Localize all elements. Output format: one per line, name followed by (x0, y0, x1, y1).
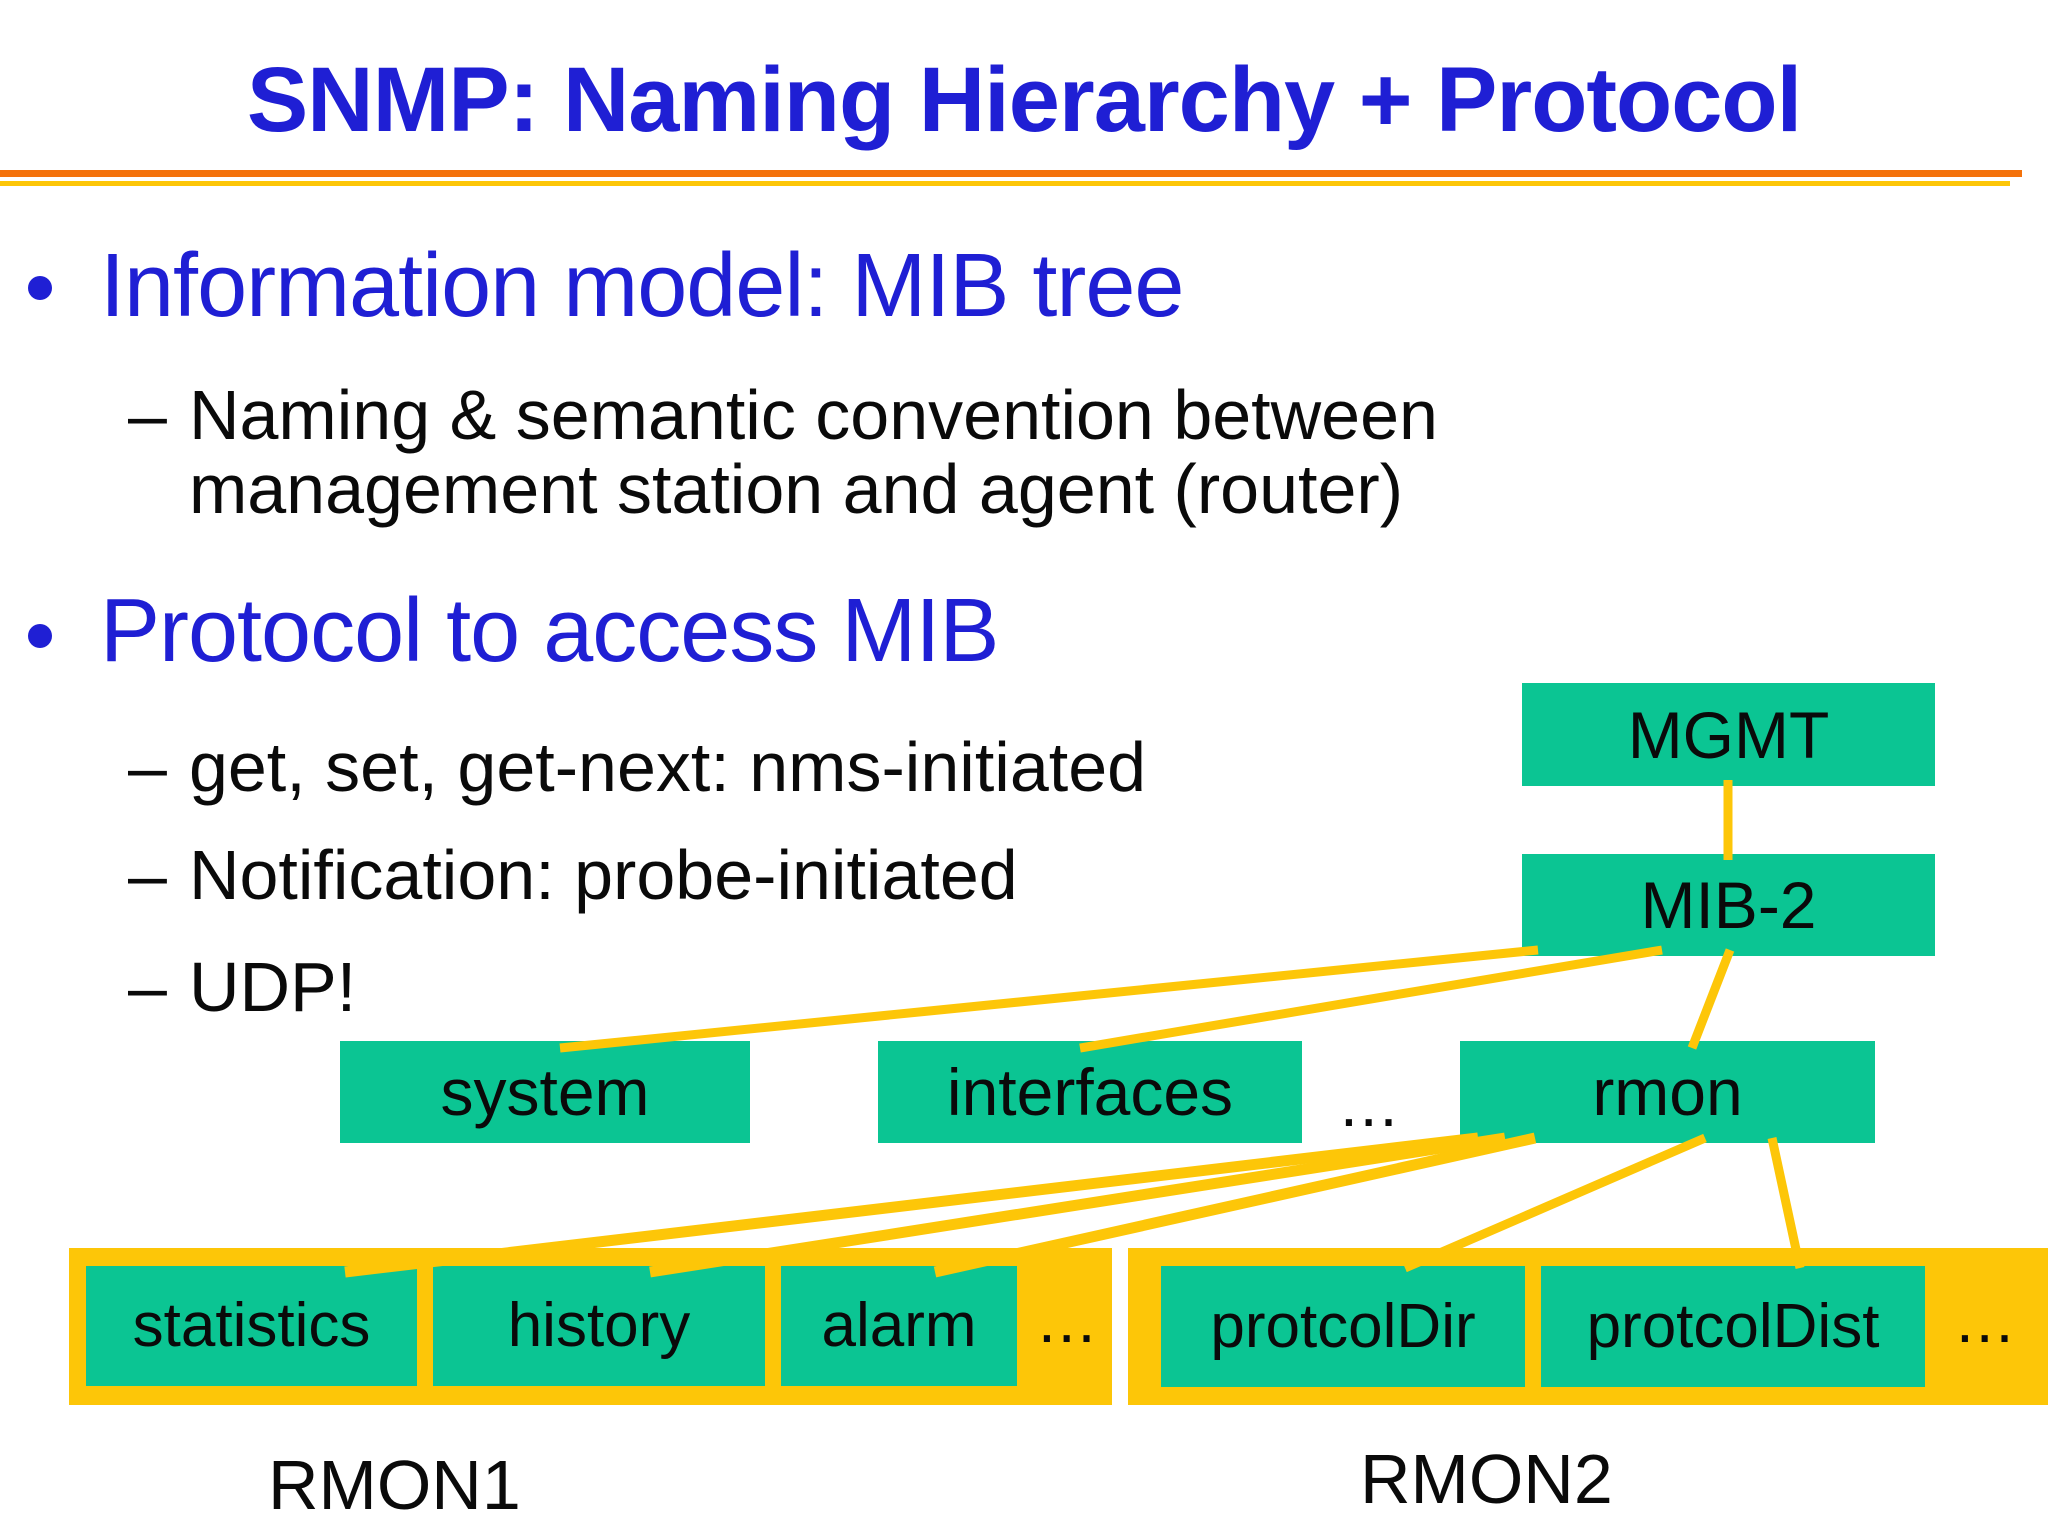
sub-bullet-line: UDP! (188, 948, 357, 1026)
bullet-information-model: Information model: MIB tree (100, 236, 1184, 336)
edge-mib2-system (559, 945, 1539, 1053)
bullet-dot (28, 276, 52, 300)
ellipsis-mib-children: ... (1340, 1068, 1400, 1140)
sub-bullet-udp: – UDP! (128, 950, 356, 1024)
node-system: system (340, 1041, 750, 1143)
sub-bullet-naming-convention: – Naming & semantic convention between m… (128, 376, 1438, 529)
sub-bullet-line: Notification: probe-initiated (188, 836, 1018, 914)
title-rule-yellow (0, 181, 2010, 186)
sub-bullet-dash: – (128, 948, 167, 1026)
edge-mib2-rmon (1687, 948, 1735, 1050)
node-statistics: statistics (86, 1266, 417, 1386)
bullet-protocol-access: Protocol to access MIB (100, 581, 999, 681)
sub-bullet-dash: – (128, 836, 167, 914)
sub-bullet-dash: – (128, 376, 167, 454)
bullet-dot (28, 624, 52, 648)
sub-bullet-line: management station and agent (router) (188, 450, 1403, 529)
node-history: history (433, 1266, 765, 1386)
node-interfaces: interfaces (878, 1041, 1302, 1143)
node-protcoldist: protcolDist (1541, 1266, 1925, 1387)
node-rmon: rmon (1460, 1041, 1875, 1143)
sub-bullet-line: Naming & semantic convention between (188, 376, 1438, 454)
node-mib-2: MIB-2 (1522, 854, 1935, 956)
rmon1-label: RMON1 (268, 1446, 521, 1524)
slide-title: SNMP: Naming Hierarchy + Protocol (246, 49, 1802, 151)
sub-bullet-dash: – (128, 728, 167, 806)
sub-bullet-get-set: – get, set, get-next: nms-initiated (128, 730, 1146, 804)
rmon2-label: RMON2 (1360, 1440, 1613, 1518)
node-alarm: alarm (781, 1266, 1017, 1386)
sub-bullet-notification: – Notification: probe-initiated (128, 838, 1018, 912)
ellipsis-rmon1: ... (1038, 1284, 1098, 1356)
sub-bullet-line: get, set, get-next: nms-initiated (188, 728, 1147, 806)
edge-mib2-interfaces (1079, 945, 1663, 1053)
node-mgmt: MGMT (1522, 683, 1935, 786)
title-rule-orange (0, 170, 2022, 177)
ellipsis-rmon2: ... (1956, 1284, 2016, 1356)
node-protcoldir: protcolDir (1161, 1266, 1525, 1387)
